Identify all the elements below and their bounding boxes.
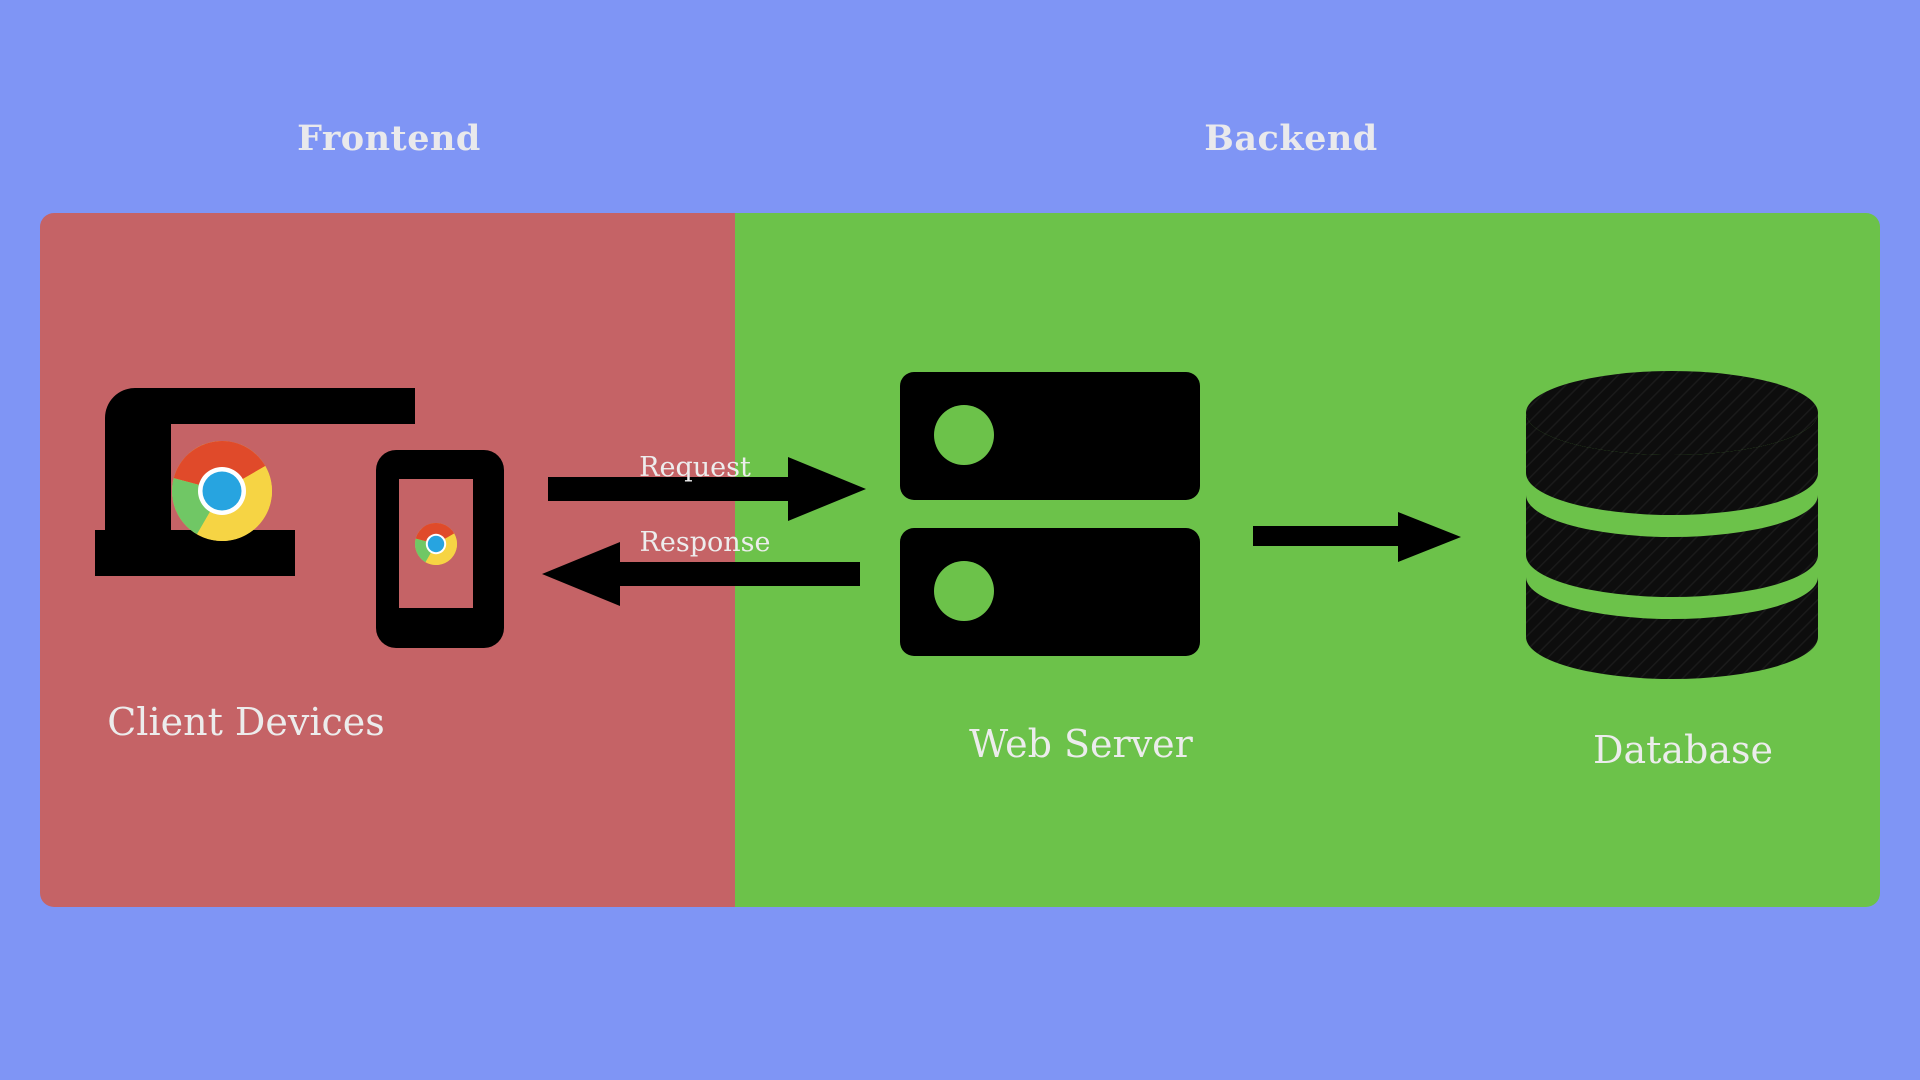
database-icon[interactable] — [1520, 345, 1825, 685]
web-server-label: Web Server — [969, 722, 1193, 766]
client-devices-label: Client Devices — [107, 700, 385, 744]
database-label: Database — [1592, 728, 1774, 772]
chrome-logo-phone — [414, 522, 458, 566]
database-layer-bottom — [1526, 577, 1818, 679]
arrow-right-icon — [1253, 512, 1461, 562]
server-unit-bottom — [900, 528, 1200, 656]
request-arrow-label: Request — [639, 452, 751, 483]
section-header-backend: Backend — [1204, 118, 1378, 159]
laptop-base-shadow — [95, 530, 295, 576]
web-server-icon[interactable] — [900, 372, 1200, 682]
laptop-frame-icon — [105, 388, 415, 530]
section-header-frontend: Frontend — [297, 118, 481, 159]
arrow-right-icon — [548, 457, 866, 521]
request-arrow — [548, 455, 868, 525]
server-led-top-icon — [934, 405, 994, 465]
laptop-phone-chrome-icon — [95, 388, 504, 648]
server-to-database-arrow — [1253, 510, 1463, 564]
server-rack-icon — [900, 372, 1200, 656]
database-layer-top — [1526, 413, 1818, 515]
database-top-cap — [1526, 371, 1818, 455]
client-devices-icon[interactable] — [95, 378, 515, 663]
response-arrow — [540, 540, 860, 610]
response-arrow-label: Response — [639, 527, 771, 558]
database-cylinder-icon — [1526, 371, 1818, 679]
arrow-left-icon — [542, 542, 860, 606]
server-led-bottom-icon — [934, 561, 994, 621]
server-unit-top — [900, 372, 1200, 500]
chrome-logo-laptop — [172, 441, 272, 541]
database-layer-middle — [1526, 495, 1818, 597]
